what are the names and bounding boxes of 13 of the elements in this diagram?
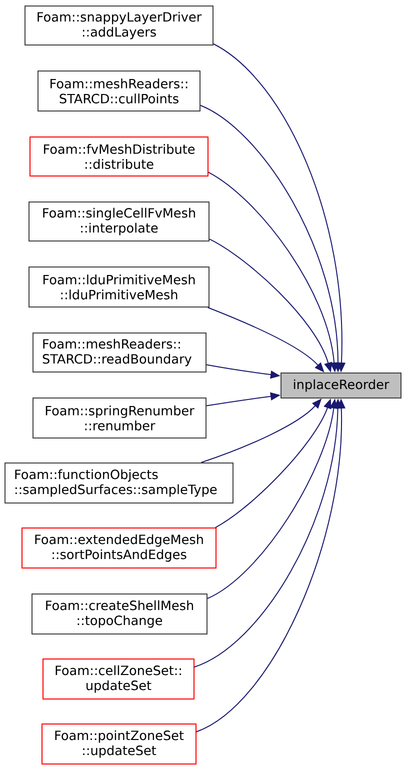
function-box: Foam::springRenumber ::renumber (32, 398, 206, 438)
function-box: Foam::meshReaders:: STARCD::cullPoints (38, 70, 200, 112)
function-box: Foam::createShellMesh ::topoChange (32, 594, 208, 634)
function-box: Foam::functionObjects ::sampledSurfaces::sampleType (4, 462, 234, 504)
function-box: Foam::pointZoneSet ::updateSet (42, 724, 196, 764)
function-box: Foam::lduPrimitiveMesh ::lduPrimitiveMesh (28, 266, 210, 308)
function-box: Foam::extendedEdgeMesh ::sortPointsAndEdges (22, 528, 216, 568)
function-box: Foam::cellZoneSet:: updateSet (42, 658, 194, 700)
function-box: Foam::singleCellFvMesh ::interpolate (28, 202, 210, 242)
function-box: inplaceReorder (280, 372, 402, 398)
function-box: Foam::fvMeshDistribute ::distribute (30, 136, 208, 176)
function-box: Foam::snappyLayerDriver ::addLayers (24, 6, 214, 46)
function-box: Foam::meshReaders:: STARCD::readBoundary (32, 332, 206, 372)
